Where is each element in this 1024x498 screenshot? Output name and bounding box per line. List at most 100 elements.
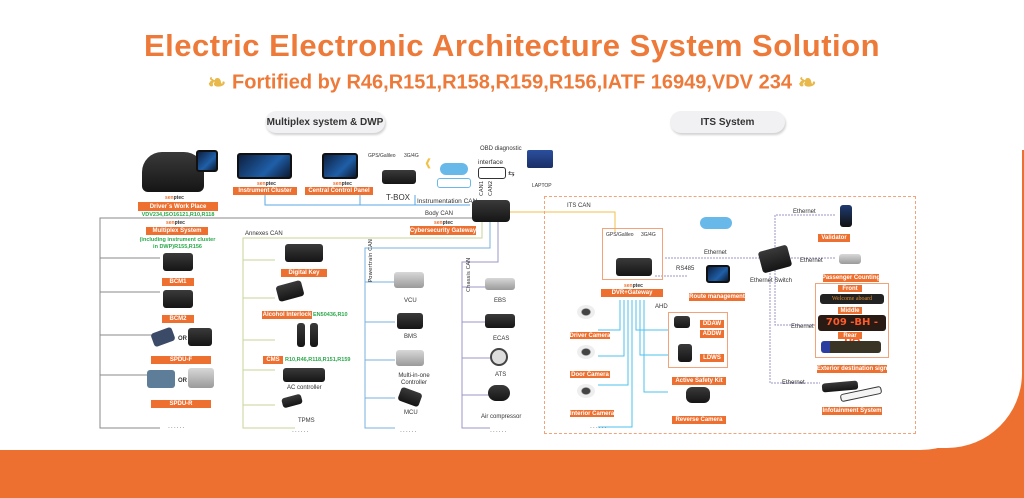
ebs-label: EBS <box>494 298 507 304</box>
cloud-icon <box>700 217 732 229</box>
alcohol-interlock-label: Alcohol Interlock <box>262 311 312 319</box>
gateway-label: Cybersecurity Gateway <box>409 226 477 235</box>
gateway-image <box>472 200 510 222</box>
multi-in-one-controller-label: Multi-in-one Controller <box>398 373 430 386</box>
section-its: ITS System <box>670 111 785 133</box>
vcu-label: VCU <box>404 298 417 304</box>
its-can-label: ITS CAN <box>567 203 591 209</box>
ats-image <box>490 348 508 366</box>
instrument-cluster-image <box>237 153 292 179</box>
central-panel-image <box>322 153 358 179</box>
ethernet-label: Ethernet <box>800 258 823 264</box>
dwp-standards: VDV234,ISO16121,R10,R118 <box>141 212 215 218</box>
spdu-f-image-b <box>188 328 212 346</box>
ahd-lines <box>598 300 668 428</box>
tbox-gps-label: GPS/Galileo <box>368 153 396 159</box>
instrument-cluster-label: Instrument Cluster <box>233 187 297 195</box>
obd-label-line2: interface <box>478 159 503 166</box>
ethernet-label: Ethernet <box>782 380 805 386</box>
annexes-can-line <box>242 222 483 429</box>
vcu-image <box>394 272 424 288</box>
powertrain-can-label: Powertrain CAN <box>368 239 374 282</box>
ethernet-label: Ethernet <box>791 324 814 330</box>
bcm2-image <box>163 290 193 308</box>
its-can-line <box>510 211 616 232</box>
ecas-label: ECAS <box>493 336 510 342</box>
ac-controller-image <box>283 368 325 382</box>
more-indicator: ...... <box>400 427 418 434</box>
ahd-label: AHD <box>655 304 668 310</box>
its-boundary <box>544 196 916 434</box>
instrumentation-can-line <box>264 195 470 206</box>
section-multiplex: Multiplex system & DWP <box>265 111 385 133</box>
central-panel-label: Central Control Panel <box>305 187 373 195</box>
brand-logo: senptec <box>166 220 185 226</box>
cms-standards: R10,R46,R118,R151,R159 <box>285 357 351 363</box>
bcm1-label: BCM1 <box>162 278 194 286</box>
spdu-r-image-a <box>147 370 175 388</box>
laurel-left-icon: ❧ <box>207 70 227 95</box>
annexes-can-label: Annexes CAN <box>245 231 283 237</box>
more-indicator: ...... <box>590 423 608 430</box>
rear-label: Rear <box>838 332 862 339</box>
dvr-box <box>602 228 663 280</box>
destination-sign-box <box>815 283 889 358</box>
reverse-camera-label: Reverse Camera <box>672 416 726 424</box>
body-can-line <box>99 217 475 429</box>
chassis-can-line <box>461 222 499 429</box>
or-label: OR <box>178 378 187 384</box>
can2-label: CAN2 <box>488 180 494 196</box>
dvr-image <box>616 258 652 276</box>
can1-label: CAN1 <box>479 180 485 196</box>
driver-camera-image <box>577 305 595 319</box>
driver-camera-label: Driver Camera <box>569 332 611 339</box>
powertrain-can-line <box>364 222 491 429</box>
air-compressor-label: Air compressor <box>481 414 522 420</box>
digital-key-label: Digital Key <box>281 269 327 277</box>
spdu-r-label: SPDU-R <box>151 400 211 408</box>
footer-band <box>0 448 1024 498</box>
tbox-image <box>382 170 416 184</box>
ldws-camera-image <box>678 344 692 362</box>
passenger-counting-image <box>839 254 861 264</box>
instrumentation-can-label: Instrumentation CAN <box>417 198 478 205</box>
page-subtitle: ❧Fortified by R46,R151,R158,R159,R156,IA… <box>207 70 817 95</box>
cloud-icon <box>440 163 468 175</box>
destination-sign-label: Exterior destination sign <box>816 365 888 373</box>
multi-in-one-controller-image <box>396 350 424 366</box>
brand-logo: senptec <box>257 181 276 187</box>
more-indicator: ...... <box>292 427 310 434</box>
alcohol-interlock-standards: EN50436,R10 <box>313 312 348 318</box>
active-safety-label: Active Safety Kit <box>672 377 726 385</box>
multiplex-note-1: (including instrument cluster <box>139 237 216 243</box>
page-title: Electric Electronic Architecture System … <box>143 28 881 63</box>
ebs-image <box>485 278 515 290</box>
ddaw-label: DDAW <box>700 320 724 328</box>
ac-controller-label: AC controller <box>287 385 322 391</box>
multiplex-note-2: in DWP)R155,R156 <box>153 244 202 250</box>
air-compressor-image <box>488 385 510 401</box>
laptop-image <box>527 150 553 168</box>
tpms-label: TPMS <box>298 418 315 424</box>
spdu-f-label: SPDU-F <box>151 356 211 364</box>
ats-label: ATS <box>495 372 507 378</box>
bcm2-label: BCM2 <box>162 315 194 323</box>
route-management-image <box>706 265 730 283</box>
spdu-r-image-b <box>188 368 214 388</box>
rs485-label: RS485 <box>676 266 695 272</box>
brand-logo: senptec <box>333 181 352 187</box>
interior-camera-image <box>577 384 595 398</box>
infotainment-label: Infotainment System <box>822 407 882 415</box>
network-computers-icon <box>437 178 471 188</box>
ldws-label: LDWS <box>700 354 724 362</box>
brand-logo: senptec <box>434 220 453 226</box>
or-label: OR <box>178 336 187 342</box>
laptop-label: LAPTOP <box>532 183 552 189</box>
dwp-label: Driver`s Work Place <box>138 202 218 211</box>
more-indicator: ...... <box>168 423 186 430</box>
wifi-icon: ❰ <box>424 158 433 169</box>
bidirectional-arrow-icon: ⇆ <box>508 169 515 178</box>
route-management-label: Route management <box>689 293 745 301</box>
cms-image <box>297 323 305 347</box>
